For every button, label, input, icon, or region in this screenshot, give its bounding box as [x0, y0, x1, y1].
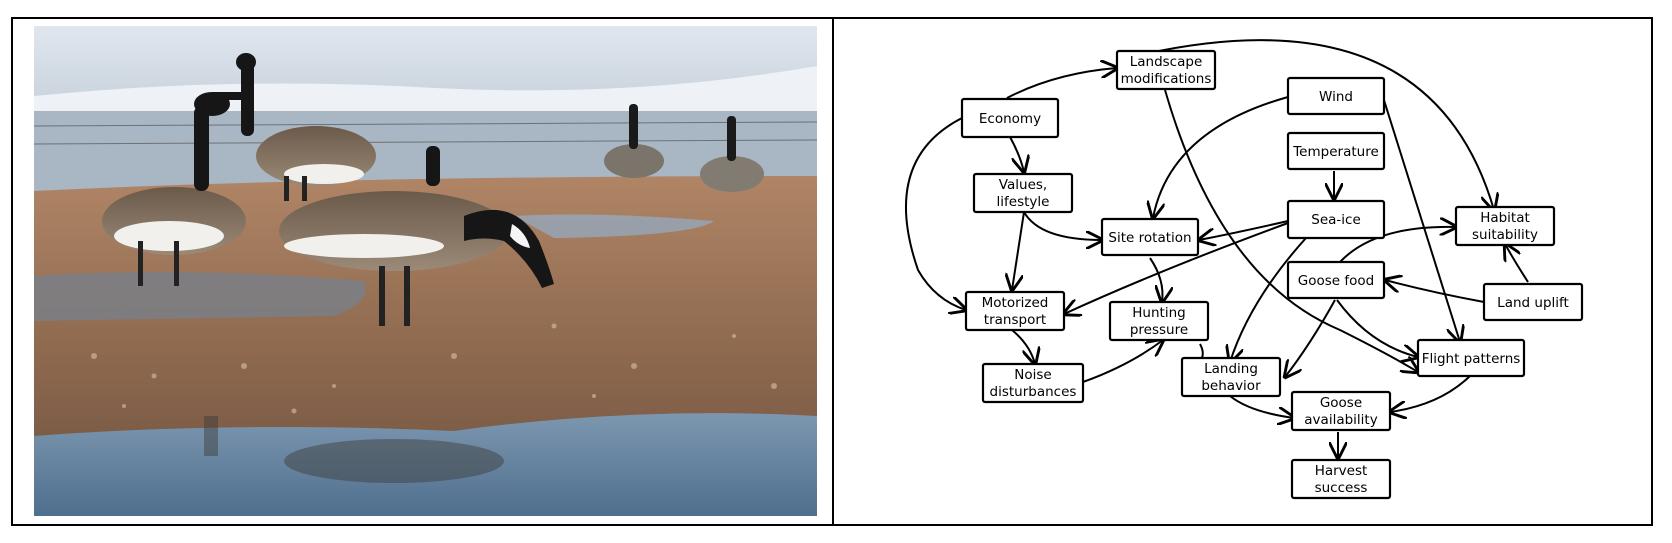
edge-seaice-motorized	[1064, 222, 1289, 314]
edge-landing-availability	[1229, 395, 1294, 418]
svg-text:Landscape: Landscape	[1130, 54, 1203, 70]
svg-text:Noise: Noise	[1014, 367, 1051, 383]
node-land-uplift: Land uplift	[1482, 282, 1584, 322]
edge-wind-flight	[1382, 96, 1460, 342]
node-habitat-suitability: Habitat suitability	[1454, 205, 1556, 247]
edge-motorized-noise	[1011, 329, 1035, 364]
svg-text:behavior: behavior	[1201, 378, 1261, 394]
svg-text:Harvest: Harvest	[1315, 463, 1368, 479]
node-motorized-transport: Motorized transport	[964, 290, 1066, 332]
node-site-rotation: Site rotation	[1100, 217, 1200, 257]
edge-goosefood-landing	[1285, 299, 1336, 377]
edge-goosefood-habitat	[1339, 227, 1456, 263]
edge-economy-values	[1009, 136, 1024, 172]
edge-landscape-habitat	[1139, 39, 1494, 210]
edge-goosefood-flight	[1336, 299, 1418, 357]
edge-landuplift-habitat	[1505, 244, 1529, 283]
edge-seaice-landing	[1230, 237, 1307, 362]
svg-text:suitability: suitability	[1472, 227, 1538, 243]
svg-text:Goose: Goose	[1320, 395, 1362, 411]
node-harvest-success: Harvest success	[1290, 458, 1392, 500]
svg-text:Landing: Landing	[1204, 361, 1258, 377]
edge-site-hunting	[1149, 257, 1163, 302]
node-sea-ice: Sea-ice	[1286, 199, 1386, 240]
node-flight-patterns: Flight patterns	[1416, 338, 1526, 378]
causal-diagram: Landscape modifications Economy Wind Tem…	[834, 19, 1651, 524]
svg-text:Economy: Economy	[979, 111, 1041, 127]
svg-text:Hunting: Hunting	[1132, 305, 1185, 321]
edge-landscape-flight	[1164, 89, 1418, 372]
svg-text:pressure: pressure	[1130, 322, 1188, 338]
svg-text:Motorized: Motorized	[982, 295, 1049, 311]
svg-text:modifications: modifications	[1121, 71, 1212, 87]
geese-photo	[34, 26, 817, 516]
svg-text:Flight patterns: Flight patterns	[1422, 351, 1521, 367]
edge-wind-site	[1153, 96, 1289, 218]
panel-divider	[832, 17, 834, 526]
node-goose-food: Goose food	[1286, 260, 1386, 300]
node-hunting-pressure: Hunting pressure	[1108, 300, 1210, 342]
svg-text:Site rotation: Site rotation	[1108, 230, 1191, 246]
edge-noise-hunting	[1082, 340, 1163, 383]
svg-text:availability: availability	[1304, 412, 1377, 428]
node-economy: Economy	[960, 97, 1060, 139]
node-temperature: Temperature	[1286, 131, 1386, 171]
svg-text:lifestyle: lifestyle	[997, 194, 1050, 210]
node-wind: Wind	[1286, 76, 1386, 116]
node-landing-behavior: Landing behavior	[1180, 356, 1282, 398]
svg-text:Land uplift: Land uplift	[1497, 295, 1569, 311]
diagram-edges	[905, 39, 1529, 458]
edge-seaice-site	[1199, 220, 1289, 240]
edge-landuplift-goosefood	[1385, 280, 1485, 303]
svg-text:Temperature: Temperature	[1292, 144, 1379, 160]
node-goose-availability: Goose availability	[1290, 390, 1392, 432]
node-landscape-modifications: Landscape modifications	[1115, 49, 1217, 91]
edge-economy-landscape	[1006, 68, 1117, 99]
edge-values-motorized	[1012, 211, 1025, 290]
svg-text:Sea-ice: Sea-ice	[1311, 212, 1361, 228]
svg-text:disturbances: disturbances	[990, 384, 1077, 400]
svg-text:transport: transport	[984, 312, 1046, 328]
svg-text:Wind: Wind	[1319, 89, 1353, 105]
svg-text:Habitat: Habitat	[1480, 210, 1530, 226]
svg-text:success: success	[1315, 480, 1368, 496]
node-noise-disturbances: Noise disturbances	[981, 362, 1085, 404]
edge-economy-motorized	[905, 117, 966, 310]
svg-text:Values,: Values,	[999, 177, 1047, 193]
node-values-lifestyle: Values, lifestyle	[972, 172, 1074, 214]
edge-values-site	[1023, 211, 1102, 240]
edge-flight-availability	[1390, 375, 1471, 412]
svg-text:Goose food: Goose food	[1298, 273, 1374, 289]
